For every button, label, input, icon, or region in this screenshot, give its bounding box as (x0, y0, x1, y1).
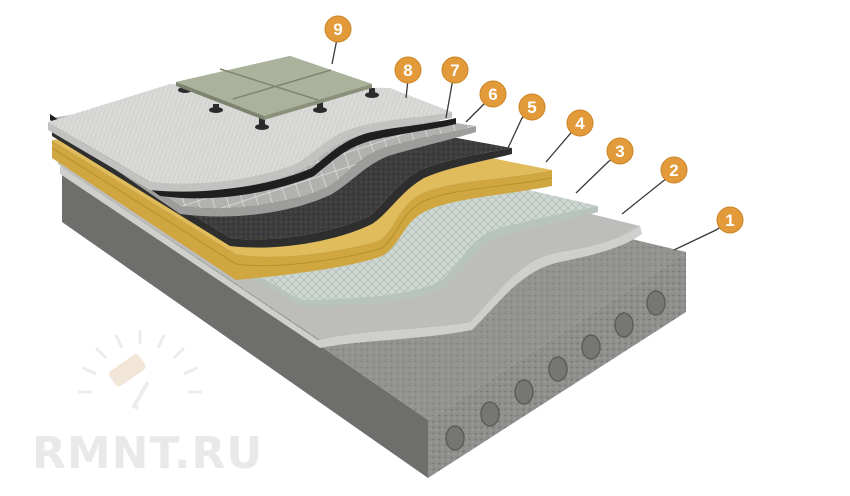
callout-9: 9 (324, 15, 352, 43)
callout-5: 5 (518, 93, 546, 121)
callout-6: 6 (479, 80, 507, 108)
callout-7: 7 (441, 56, 469, 84)
callout-5-label: 5 (527, 98, 536, 117)
callout-3-label: 3 (615, 142, 624, 161)
layer-9-tiles (176, 56, 379, 130)
callout-8-label: 8 (403, 61, 412, 80)
callout-1-label: 1 (725, 211, 734, 230)
callout-3: 3 (606, 137, 634, 165)
callout-2-label: 2 (669, 161, 678, 180)
callout-4: 4 (566, 109, 594, 137)
callout-9-label: 9 (333, 20, 342, 39)
watermark: RMNT.RU (32, 330, 263, 479)
callout-2: 2 (660, 156, 688, 184)
callout-1: 1 (716, 206, 744, 234)
callout-4-label: 4 (575, 114, 585, 133)
callout-6-label: 6 (488, 85, 497, 104)
callout-7-label: 7 (450, 61, 459, 80)
watermark-text: RMNT.RU (32, 428, 263, 479)
layer-8-top-screed (48, 84, 452, 192)
paint-roller-logo (78, 330, 202, 410)
callout-8: 8 (394, 56, 422, 84)
